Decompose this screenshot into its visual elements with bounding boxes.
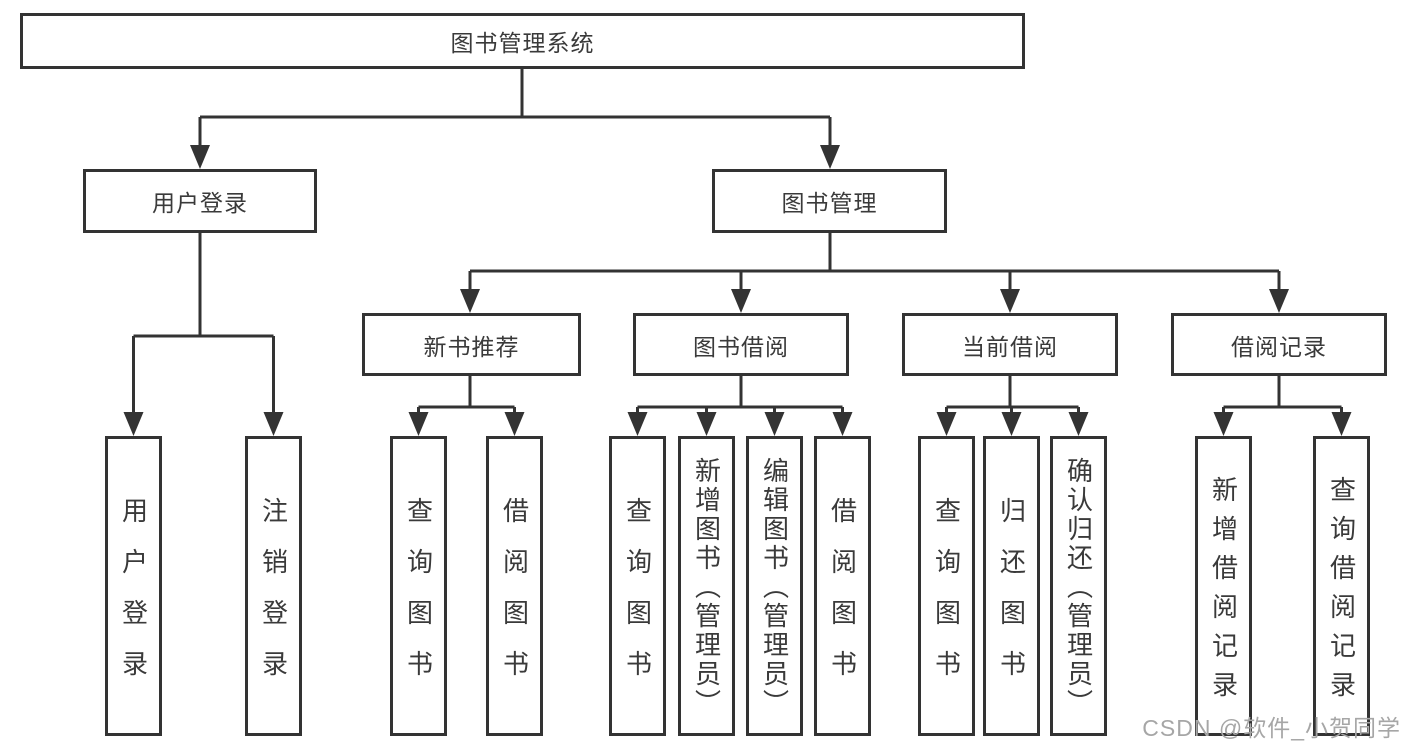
node-book-borrow: 图书借阅 [633,313,849,376]
node-user-login-label: 用户登录 [152,190,248,216]
node-new-book-recommend: 新书推荐 [362,313,581,376]
connector-paths [132,69,1343,414]
node-book-management: 图书管理 [712,169,947,233]
leaf-confirm-return-admin: 确认归还（管理员） [1050,436,1107,736]
leaf-borrow-query-books: 查询图书 [609,436,666,736]
node-user-login: 用户登录 [83,169,317,233]
leaf-add-books-admin-label: 新增图书（管理员） [691,457,722,718]
leaf-logout-label: 注销登录 [258,496,289,701]
leaf-borrow-books: 借阅图书 [814,436,871,736]
leaf-query-borrow-record: 查询借阅记录 [1313,436,1370,736]
leaf-logout: 注销登录 [245,436,302,736]
node-root-system: 图书管理系统 [20,13,1025,69]
node-borrow-records-label: 借阅记录 [1231,333,1327,360]
leaf-edit-books-admin-label: 编辑图书（管理员） [759,457,790,718]
leaf-recommend-query-books-label: 查询图书 [403,496,434,701]
leaf-user-login: 用户登录 [105,436,162,736]
leaf-confirm-return-admin-label: 确认归还（管理员） [1063,457,1094,718]
leaf-borrow-query-books-label: 查询图书 [622,496,653,701]
leaf-borrow-books-label: 借阅图书 [827,496,858,701]
leaf-recommend-borrow-books-label: 借阅图书 [499,496,530,701]
leaf-return-books-label: 归还图书 [996,496,1027,701]
node-book-management-label: 图书管理 [781,190,878,216]
leaf-edit-books-admin: 编辑图书（管理员） [746,436,803,736]
leaf-add-borrow-record-label: 新增借阅记录 [1208,475,1239,710]
node-current-borrow: 当前借阅 [902,313,1118,376]
leaf-add-borrow-record: 新增借阅记录 [1195,436,1252,736]
node-new-book-recommend-label: 新书推荐 [423,333,520,360]
watermark-text: CSDN @软件_小贺同学 [1142,715,1401,741]
leaf-return-books: 归还图书 [983,436,1040,736]
leaf-user-login-label: 用户登录 [118,496,149,701]
leaf-current-query-books-label: 查询图书 [931,496,962,701]
leaf-query-borrow-record-label: 查询借阅记录 [1326,475,1357,710]
leaf-recommend-borrow-books: 借阅图书 [486,436,543,736]
leaf-add-books-admin: 新增图书（管理员） [678,436,735,736]
node-root-label: 图书管理系统 [450,30,595,56]
arrowheads [123,145,1352,436]
leaf-current-query-books: 查询图书 [918,436,975,736]
node-book-borrow-label: 图书借阅 [693,333,789,360]
node-borrow-records: 借阅记录 [1171,313,1387,376]
leaf-recommend-query-books: 查询图书 [390,436,447,736]
node-current-borrow-label: 当前借阅 [962,333,1058,360]
